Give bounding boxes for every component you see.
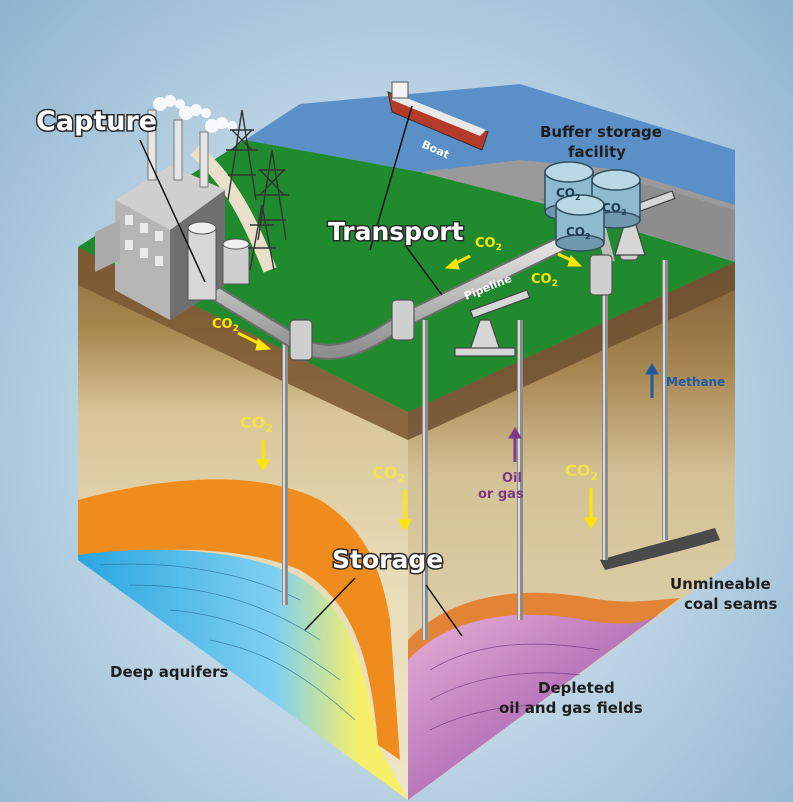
co2-label-pipeline-1: CO2: [212, 317, 239, 334]
orange-layer: [78, 479, 400, 760]
co2-label-depleted: CO2: [372, 463, 405, 485]
methane-label: Methane: [666, 375, 725, 389]
boat: [387, 81, 489, 151]
tank-1-co2: CO2: [556, 186, 581, 202]
tank-3-co2: CO2: [566, 225, 591, 241]
tank-co2-labels: CO2 CO2 CO2: [556, 186, 627, 241]
co2-label-aquifer: CO2: [240, 413, 273, 435]
coal-label-line1: Unmineable: [670, 575, 771, 593]
co2-label-pipeline-3: CO2: [531, 272, 558, 289]
arrow-co2-down-2: [398, 490, 412, 531]
co2-labels: CO2 CO2 CO2 CO2 CO2 CO2: [212, 236, 598, 485]
buffer-label-line1: Buffer storage: [540, 123, 662, 141]
arrow-co2-pipeline-2: [444, 254, 471, 270]
arrow-co2-pipeline-1: [237, 331, 272, 351]
tank-3: [555, 194, 605, 252]
storage-label: Storage: [332, 545, 443, 574]
valve-3: [589, 254, 613, 296]
valve-1: [289, 319, 313, 361]
co2-label-coal: CO2: [565, 461, 598, 483]
capture-label: Capture: [36, 106, 157, 137]
tank-2-co2: CO2: [602, 201, 627, 217]
arrow-co2-pipeline-3: [557, 252, 583, 267]
oil-label-line2: or gas: [478, 487, 524, 502]
depleted-label-line2: oil and gas fields: [499, 699, 643, 717]
buffer-label-line2: facility: [568, 143, 626, 161]
oil-label-line1: Oil: [502, 471, 522, 486]
arrow-methane-up: [645, 363, 659, 398]
transport-label: Transport: [328, 217, 464, 246]
arrow-co2-down-3: [584, 488, 598, 529]
co2-arrows: [237, 252, 598, 531]
valve-2: [391, 299, 415, 341]
leader-lines: [139, 105, 463, 637]
coal-label-line2: coal seams: [684, 595, 778, 613]
power-pylons: [226, 109, 289, 271]
coal-seam: [600, 528, 720, 570]
buffer-storage-tanks: [544, 161, 641, 252]
aquifer-layer: [78, 549, 408, 800]
deep-aquifers-label: Deep aquifers: [110, 663, 229, 681]
pump-jack-center: [454, 289, 531, 357]
arrow-oil-up: [508, 427, 522, 462]
arrow-co2-down-1: [256, 440, 270, 471]
power-plant: [95, 95, 250, 320]
co2-label-pipeline-2: CO2: [475, 236, 502, 253]
depleted-label-line1: Depleted: [538, 679, 615, 697]
